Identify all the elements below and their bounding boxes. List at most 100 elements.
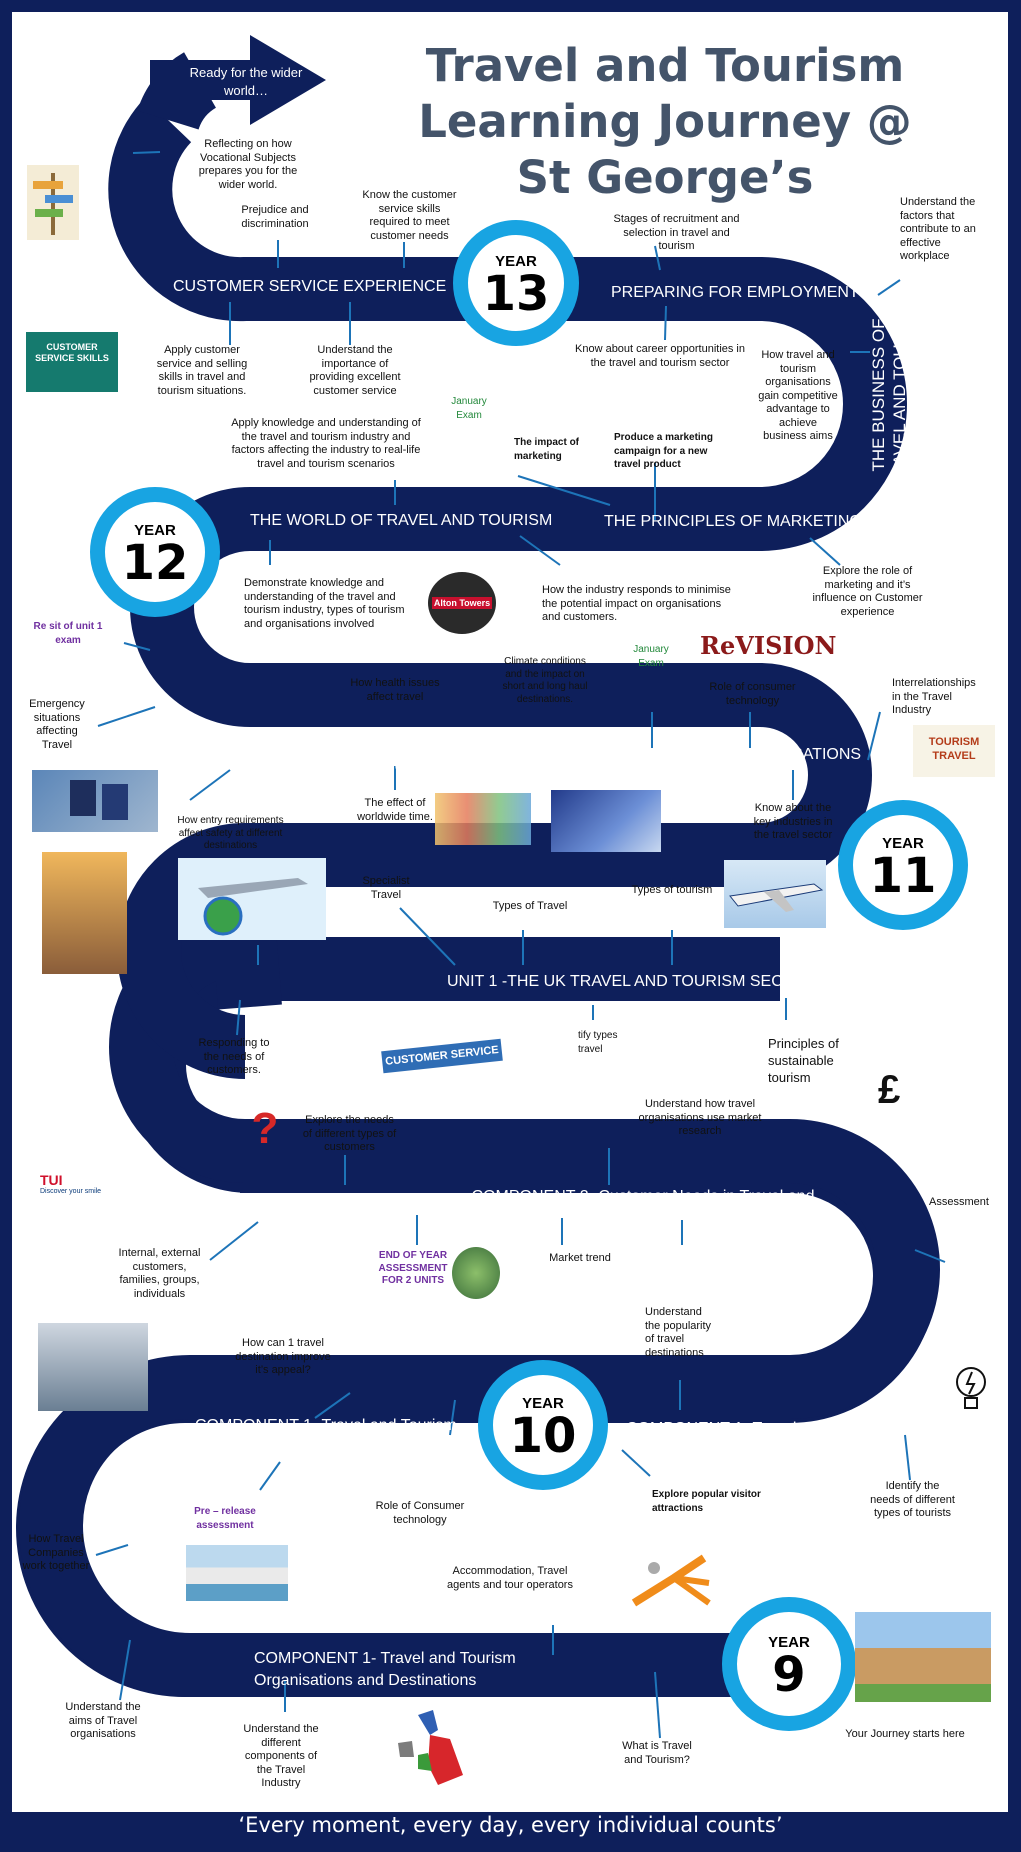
band-component2: COMPONENT 2 xyxy=(233,1194,351,1211)
title-line-2: Learning Journey @ xyxy=(418,95,912,148)
label-interrelationships: Interrelationships in the Travel Industr… xyxy=(892,677,976,716)
label-prejudice: Prejudice and discrimination xyxy=(241,204,309,230)
label-apply-knowledge: Apply knowledge and understanding of the… xyxy=(231,417,421,470)
label-january-exam-1: January Exam xyxy=(451,396,487,421)
band-customer-service-experience: CUSTOMER SERVICE EXPERIENCE xyxy=(173,278,447,295)
year-13-label: YEAR xyxy=(495,253,537,270)
title-line-3: St George’s xyxy=(516,151,814,204)
year-12-badge: YEAR 12 xyxy=(90,487,220,617)
label-apply-customer-service: Apply customer service and selling skill… xyxy=(156,344,248,397)
band-preparing-for-employment: PREPARING FOR EMPLOYMENT xyxy=(611,284,859,301)
world-time-map xyxy=(435,793,531,845)
airplane-icon xyxy=(198,878,308,936)
label-sustainable: Principles of sustainable tourism xyxy=(768,1036,839,1085)
label-market-trend: Market trend xyxy=(549,1252,611,1264)
label-types-of-travel: Types of Travel xyxy=(492,900,568,912)
storm-picture xyxy=(551,790,661,852)
band-unit5: UNIT 5 -FACTORS AFFECTING THE TRAVEL IND… xyxy=(242,736,508,775)
label-companies-together: How Travel Companies work together xyxy=(22,1533,90,1572)
revision-text: ReVISION xyxy=(700,631,837,660)
tui-tagline: Discover your smile xyxy=(40,1188,102,1195)
label-know-customer-service: Know the customer service skills require… xyxy=(362,189,457,242)
label-accommodation: Accommodation, Travel agents and tour op… xyxy=(447,1565,573,1591)
customer-service-sign-text: CUSTOMER SERVICE SKILLS xyxy=(35,342,109,363)
label-entry-requirements: How entry requirements affect safety at … xyxy=(177,815,284,851)
lightbulb-icon-svg xyxy=(956,1367,986,1409)
year-11-badge: YEAR 11 xyxy=(838,800,968,930)
band-component2-customer-needs: COMPONENT 2- Customer Needs in Travel an… xyxy=(471,1188,815,1227)
label-identify-needs: Identify the needs of different types of… xyxy=(870,1480,955,1519)
label-demonstrate-knowledge: Demonstrate knowledge and understanding … xyxy=(244,577,405,630)
tui-logo: TUI Discover your smile xyxy=(40,1172,110,1208)
label-understand-factors: Understand the factors that contribute t… xyxy=(900,196,976,262)
band-principles-of-marketing: THE PRINCIPLES OF MARKETING xyxy=(604,513,862,530)
label-specialist-travel: Specialist Travel xyxy=(362,875,410,901)
label-reflecting: Reflecting on how Vocational Subjects pr… xyxy=(198,138,298,191)
label-journey-starts: Your Journey starts here xyxy=(845,1728,965,1740)
ready-for-wider-world: Ready for the wider world… xyxy=(189,65,303,98)
customer-service-sign: CUSTOMER SERVICE SKILLS xyxy=(26,332,118,392)
pound-text: £ xyxy=(878,1068,901,1112)
label-pre-release: Pre – release assessment xyxy=(194,1506,256,1531)
year-12-label: YEAR xyxy=(134,522,176,539)
label-health-issues: How health issues affect travel xyxy=(350,677,440,703)
label-produce-campaign: Produce a marketing campaign for a new t… xyxy=(614,432,713,470)
soldiers-picture xyxy=(42,852,127,974)
year-10-label: YEAR xyxy=(522,1395,564,1412)
passport-icon xyxy=(70,780,96,816)
year-11-number: 11 xyxy=(869,848,937,904)
road-arrow-curve xyxy=(137,52,218,131)
lightbulb-icon xyxy=(950,1362,992,1414)
year-9-label: YEAR xyxy=(768,1634,810,1651)
airplane-globe-picture xyxy=(178,858,326,940)
customer-service-banner-text: CUSTOMER SERVICE xyxy=(384,1044,500,1068)
band-travel-organisations: TRAVEL ORGANISATIONS xyxy=(664,746,862,763)
band-world-of-travel: THE WORLD OF TRAVEL AND TOURISM xyxy=(250,512,553,529)
passports-picture xyxy=(32,770,158,832)
band-unit1: UNIT 1 -THE UK TRAVEL AND TOURISM SECTOR xyxy=(447,973,817,990)
airplane-icon xyxy=(729,883,824,912)
label-internal-external: Internal, external customers, families, … xyxy=(118,1247,201,1300)
band-component1-right: COMPONENT 1- Travel and Tourism Organisa… xyxy=(626,1420,888,1459)
label-different-components: Understand the different components of t… xyxy=(243,1723,319,1789)
airport-picture xyxy=(38,1323,148,1411)
label-emergency: Emergency situations affecting Travel xyxy=(29,698,85,751)
year-9-number: 9 xyxy=(772,1647,806,1703)
customer-service-banner: CUSTOMER SERVICE xyxy=(381,1038,503,1074)
label-responding-needs: Responding to the needs of customers. xyxy=(198,1037,270,1076)
question-mark-picture: ? xyxy=(251,1104,279,1153)
label-market-research: Understand how travel organisations use … xyxy=(638,1098,762,1137)
label-resit: Re sit of unit 1 exam xyxy=(33,621,103,646)
label-industry-responds: How the industry responds to minimise th… xyxy=(542,584,731,623)
arrows-choice-picture xyxy=(624,1548,716,1610)
year-10-badge: YEAR 10 xyxy=(478,1360,608,1490)
uk-map-icon xyxy=(398,1710,463,1785)
label-what-is-travel: What is Travel and Tourism? xyxy=(622,1740,692,1766)
year-10-number: 10 xyxy=(509,1408,577,1464)
alton-towers-logo: Alton Towers xyxy=(428,572,496,634)
label-identify-types: tify types travel xyxy=(578,1030,618,1055)
band-component1-bottom: COMPONENT 1- Travel and Tourism Organisa… xyxy=(254,1650,516,1689)
connector-lines xyxy=(95,151,946,1739)
tourism-word-cloud-text: TOURISM TRAVEL xyxy=(928,736,980,762)
label-aims-of-orgs: Understand the aims of Travel organisati… xyxy=(65,1701,141,1740)
tourism-word-cloud: TOURISM TRAVEL xyxy=(913,725,995,777)
direction-arrows-icon xyxy=(631,1554,711,1607)
road-main xyxy=(19,910,940,1697)
year-12-number: 12 xyxy=(121,535,189,591)
label-consumer-technology: Role of consumer technology xyxy=(709,681,796,707)
year-11-label: YEAR xyxy=(882,835,924,852)
globe-buildings-picture xyxy=(452,1247,500,1299)
label-career-opportunities: Know about career opportunities in the t… xyxy=(575,343,745,369)
label-worldwide-time: The effect of worldwide time. xyxy=(357,797,433,823)
revision-logo: ReVISION xyxy=(700,624,836,668)
cliffs-picture xyxy=(186,1545,288,1601)
signpost-icon xyxy=(33,173,73,235)
signpost-picture xyxy=(27,165,79,240)
british-airways-picture xyxy=(724,860,826,928)
label-popular-attractions: Explore popular visitor attractions xyxy=(652,1489,761,1514)
label-explore-needs: Explore the needs of different types of … xyxy=(302,1114,397,1153)
year-9-badge: YEAR 9 xyxy=(722,1597,856,1731)
band-component1-left: COMPONENT 1- Travel and Tourism Organisa… xyxy=(195,1417,457,1456)
label-january-exam-2: January Exam xyxy=(633,644,669,669)
